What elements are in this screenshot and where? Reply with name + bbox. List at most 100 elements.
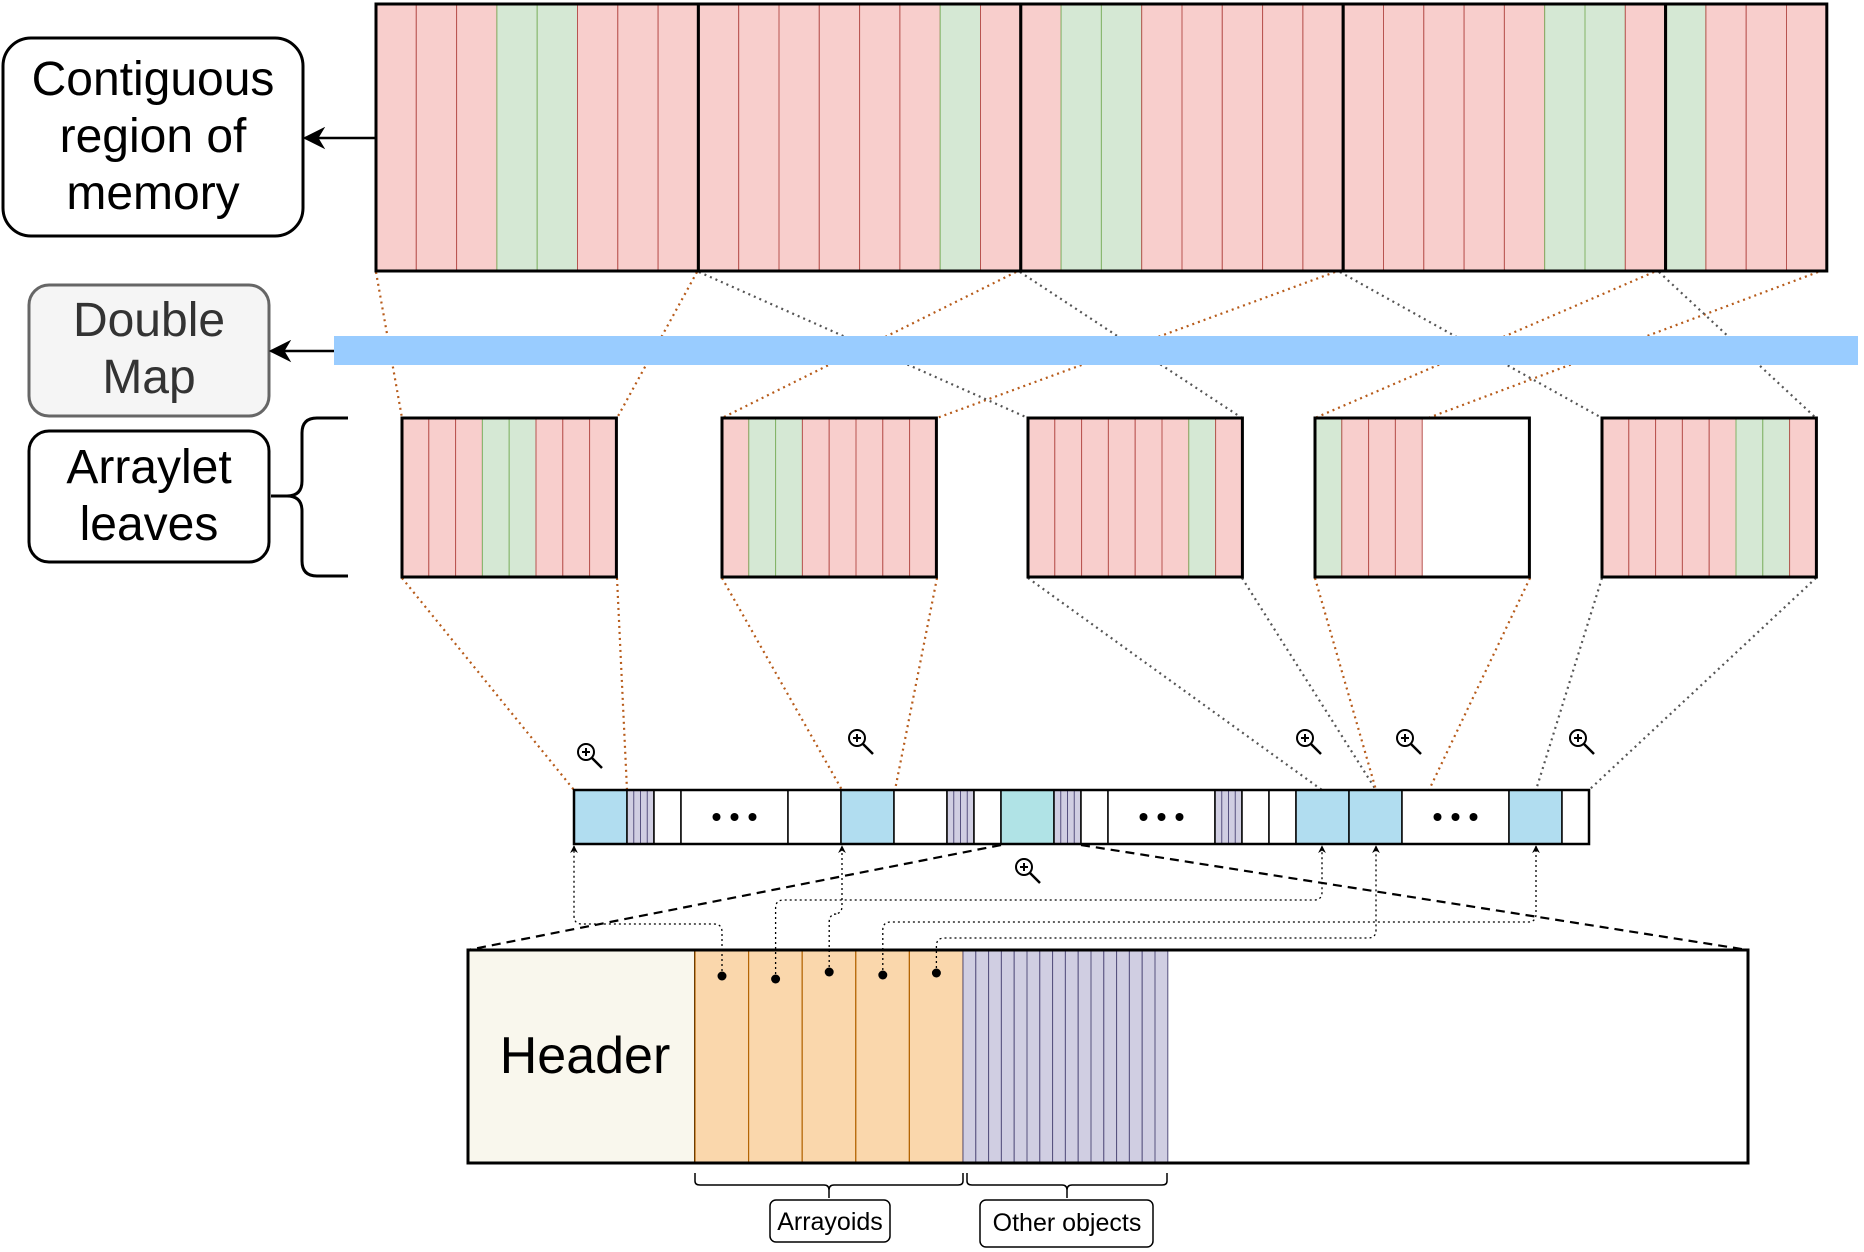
- other-object-cell: [1026, 949, 1041, 1164]
- memory-cell: [415, 3, 458, 272]
- leaf-cell: [855, 417, 884, 578]
- connector-line: [721, 577, 843, 791]
- leaf-cell: [1161, 417, 1190, 578]
- connector-line: [1428, 577, 1531, 791]
- memory-cell: [536, 3, 579, 272]
- leaf-cell: [1762, 417, 1791, 578]
- arraylet-leaves-label-box: Arraylet leaves: [27, 429, 271, 564]
- other-object-cell: [962, 949, 977, 1164]
- pointer-dot: [878, 970, 888, 980]
- arrayoid-cell: [801, 949, 857, 1164]
- memory-cell: [1060, 3, 1102, 272]
- memory-cell: [1342, 3, 1384, 272]
- other-object-cells: [962, 949, 1169, 1164]
- double-map-label-line-2: Map: [102, 351, 195, 404]
- memory-cell: [1544, 3, 1586, 272]
- memory-cell: [1383, 3, 1425, 272]
- heap-cell-empty: [1268, 789, 1297, 845]
- arrayoids-label: Arrayoids: [777, 1208, 883, 1236]
- connector-line: [616, 271, 698, 419]
- other-object-cell: [1116, 949, 1130, 1164]
- memory-cell: [1302, 3, 1344, 272]
- arraylet-leaves-label-line-2: leaves: [80, 498, 219, 551]
- leaf-cell: [428, 417, 457, 578]
- heap-row-outline: [572, 788, 1591, 846]
- heap-cell-arraylet: [573, 789, 628, 845]
- header-label: Header: [500, 1027, 671, 1085]
- pointer-dot: [931, 968, 941, 978]
- connector-line: [721, 271, 1017, 419]
- ellipsis-dot: [1157, 813, 1166, 821]
- memory-cell: [1141, 3, 1183, 272]
- other-object-cell: [1013, 949, 1028, 1164]
- leaf-cell: [1188, 417, 1217, 578]
- other-object-cell: [988, 949, 1002, 1164]
- double-map-label-line-1: Double: [73, 294, 225, 347]
- memory-cell: [738, 3, 780, 272]
- memory-cell: [1745, 3, 1787, 272]
- memory-cell: [778, 3, 820, 272]
- leaf-cell: [1215, 417, 1243, 578]
- leaf-cell: [1054, 417, 1083, 578]
- leaf-cell: [1341, 417, 1370, 578]
- other-object-cell: [1077, 949, 1092, 1164]
- heap-row: [572, 788, 1591, 846]
- ellipsis-dot: [1175, 813, 1184, 821]
- other-object-cell: [1141, 949, 1156, 1164]
- memory-cell: [1463, 3, 1505, 272]
- memory-cell: [1624, 3, 1667, 272]
- double-map-label-box: Double Map: [27, 283, 271, 418]
- heap-cell-arraylet: [1295, 789, 1350, 845]
- arrayoid-pointer-arrows: [570, 845, 1540, 984]
- other-object-cell: [1039, 949, 1054, 1164]
- ellipsis-dot: [730, 813, 739, 821]
- memory-cell: [1786, 3, 1828, 272]
- memory-cell: [577, 3, 619, 272]
- zoom-icon: [576, 742, 604, 770]
- leaf-cell: [1628, 417, 1657, 578]
- memory-cell: [1181, 3, 1223, 272]
- leaf-cell: [1394, 417, 1423, 578]
- leaf-cell: [775, 417, 803, 578]
- zoomed-object: Header: [466, 948, 1750, 1165]
- memory-cell: [456, 3, 498, 272]
- connector-line: [467, 843, 1002, 952]
- heap-cell-arraylet: [1508, 789, 1563, 845]
- arraylet-leaf: [1600, 416, 1818, 579]
- connector-line: [1339, 271, 1603, 419]
- connector-line: [1080, 843, 1749, 952]
- memory-block: [1664, 2, 1829, 273]
- contiguous-region-label-line-3: memory: [66, 167, 239, 220]
- other-object-cell: [1128, 949, 1143, 1164]
- arrayoid-cell: [855, 949, 910, 1164]
- heap-cell-empty: [1080, 789, 1109, 845]
- zoomed-object-outline: [466, 948, 1750, 1165]
- memory-cell: [1020, 3, 1062, 272]
- other-object-cell: [1154, 949, 1169, 1164]
- connector-line: [1313, 577, 1378, 791]
- memory-cell: [496, 3, 538, 272]
- arraylet-leaves: [400, 416, 1818, 579]
- leaf-cell: [1107, 417, 1136, 578]
- leaf-cell: [828, 417, 857, 578]
- connector-line: [1314, 270, 1655, 420]
- other-object-cell: [1103, 949, 1118, 1164]
- connector-line: [1027, 577, 1323, 791]
- other-objects-label-box: [979, 1199, 1154, 1248]
- leaf-cell: [801, 417, 830, 578]
- heap-cell-arrayoid: [1000, 789, 1055, 845]
- memory-cell: [1665, 3, 1707, 272]
- connector-line: [893, 577, 939, 791]
- connector-line: [374, 271, 404, 419]
- leaf-cell: [748, 417, 777, 578]
- heap-cell-empty: [973, 789, 1002, 845]
- arrayoid-cell: [747, 949, 803, 1164]
- contiguous-region-label-line-1: Contiguous: [32, 53, 275, 106]
- leaf-cell: [1655, 417, 1683, 578]
- connector-line: [401, 577, 575, 791]
- arraylet-leaf: [720, 416, 938, 579]
- memory-cell: [1423, 3, 1465, 272]
- memory-cell: [697, 3, 740, 272]
- leaf-cell: [1314, 417, 1343, 578]
